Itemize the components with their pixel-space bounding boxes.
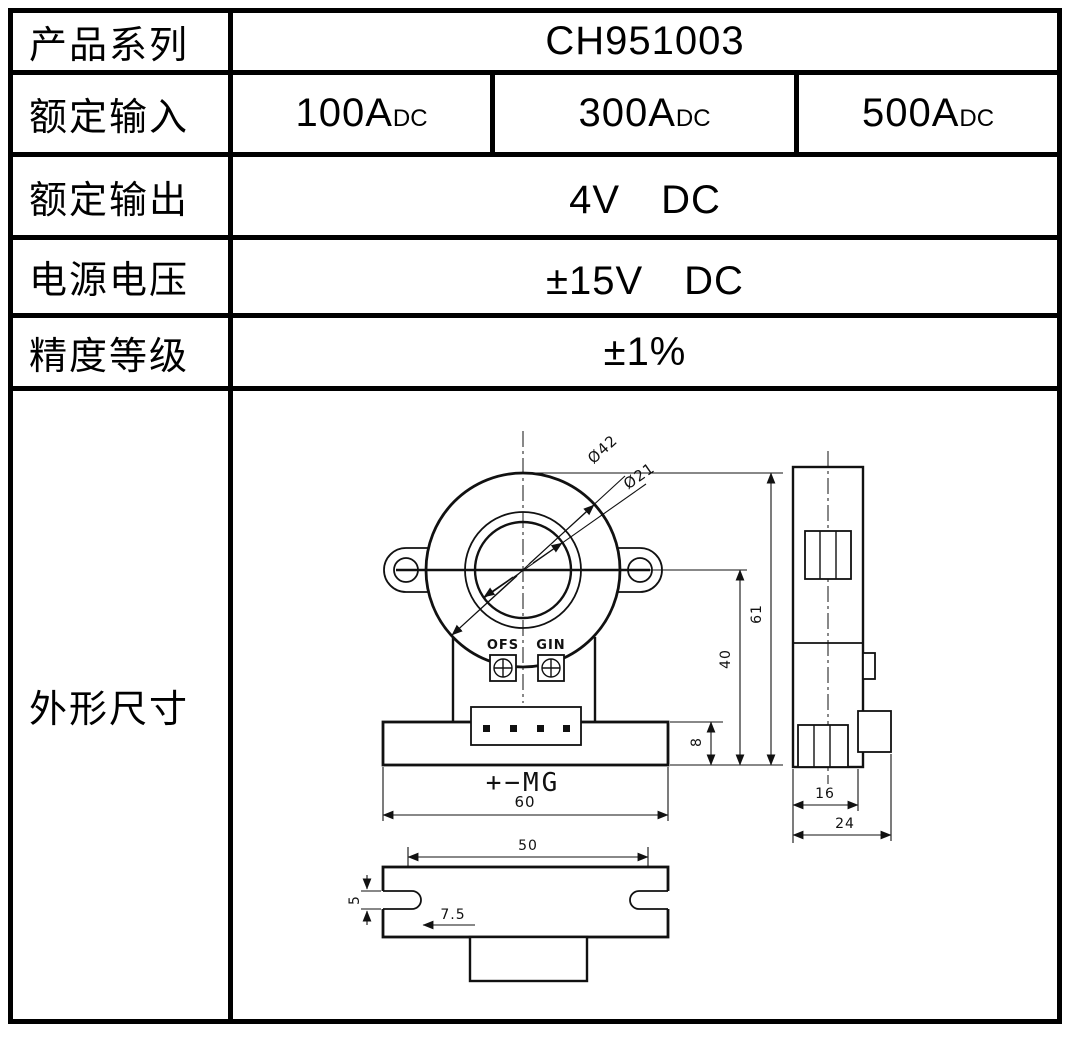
row-product-series: 产品系列 CH951003 [8,8,1062,75]
row-accuracy: 精度等级 ±1% [8,313,1062,391]
row-dimensions: 外形尺寸 [8,386,1062,1024]
product-series-label: 产品系列 [8,8,233,75]
row-supply-voltage: 电源电压 ±15V DC [8,235,1062,318]
right-slot-end [629,890,640,910]
rated-input-unit-2: DC [675,105,711,132]
rated-output-value: 4V DC [228,152,1062,240]
supply-voltage-value: ±15V DC [228,235,1062,318]
dim75-label: 7.5 [440,907,465,923]
rated-input-unit-3: DC [959,105,995,132]
supply-voltage-label: 电源电压 [8,235,233,318]
ofs-label: OFS [487,638,519,653]
accuracy-label: 精度等级 [8,313,233,391]
pin-1 [483,725,490,732]
side-right-tab [862,652,876,680]
rated-input-value-1: 100A [295,91,393,135]
side-connector [857,710,892,753]
dim40-label: 40 [718,649,734,669]
dia21-arrow-a [532,542,563,564]
dim50-label: 50 [518,838,538,854]
bottom-body [381,865,670,939]
accuracy-value: ±1% [228,313,1062,391]
outline-drawing: OFS GIN +−MG [347,431,892,983]
dim61-label: 61 [749,604,765,624]
dim24-label: 24 [835,816,855,832]
pin-4 [563,725,570,732]
dimensions-drawing-cell: OFS GIN +−MG [228,386,1062,1024]
rated-input-option-2: 300ADC [490,70,799,157]
rated-output-label: 额定输出 [8,152,233,240]
dia21-arrow-b [483,576,514,598]
dim16-label: 16 [815,786,835,802]
dimensions-label: 外形尺寸 [8,386,233,1024]
rated-input-value-3: 500A [861,91,960,135]
pin-marking: +−MG [486,768,561,798]
dia21-label: Ø21 [620,459,658,493]
row-rated-output: 额定输出 4V DC [8,152,1062,240]
bottom-connector [468,935,589,983]
dim8-label: 8 [689,737,705,747]
front-view: OFS GIN +−MG [381,431,783,821]
right-slot-opening [664,891,672,909]
gin-label: GIN [536,638,565,653]
side-bottom-block [797,724,849,768]
bottom-view: 50 7.5 5 [347,838,672,983]
pin-3 [537,725,544,732]
pin-2 [510,725,517,732]
rated-input-option-1: 100ADC [228,70,495,157]
left-slot-end [411,890,422,910]
side-view: 16 24 [791,451,892,843]
dia42-arrow-b [451,575,518,636]
rated-input-unit-1: DC [392,105,428,132]
left-slot-opening [379,891,387,909]
dim5-label: 5 [347,895,363,905]
row-rated-input: 额定输入 100ADC 300ADC 500ADC [8,70,1062,157]
product-series-value: CH951003 [228,8,1062,75]
rated-input-label: 额定输入 [8,70,233,157]
dim60-label: 60 [514,793,535,811]
rated-input-value-2: 300A [578,91,676,135]
dia42-label: Ø42 [584,431,621,467]
side-top-block [804,530,852,580]
dia42-arrow-a [528,504,595,565]
spec-table: 产品系列 CH951003 额定输入 100ADC 300ADC 500ADC … [8,8,1062,1024]
rated-input-option-3: 500ADC [794,70,1062,157]
